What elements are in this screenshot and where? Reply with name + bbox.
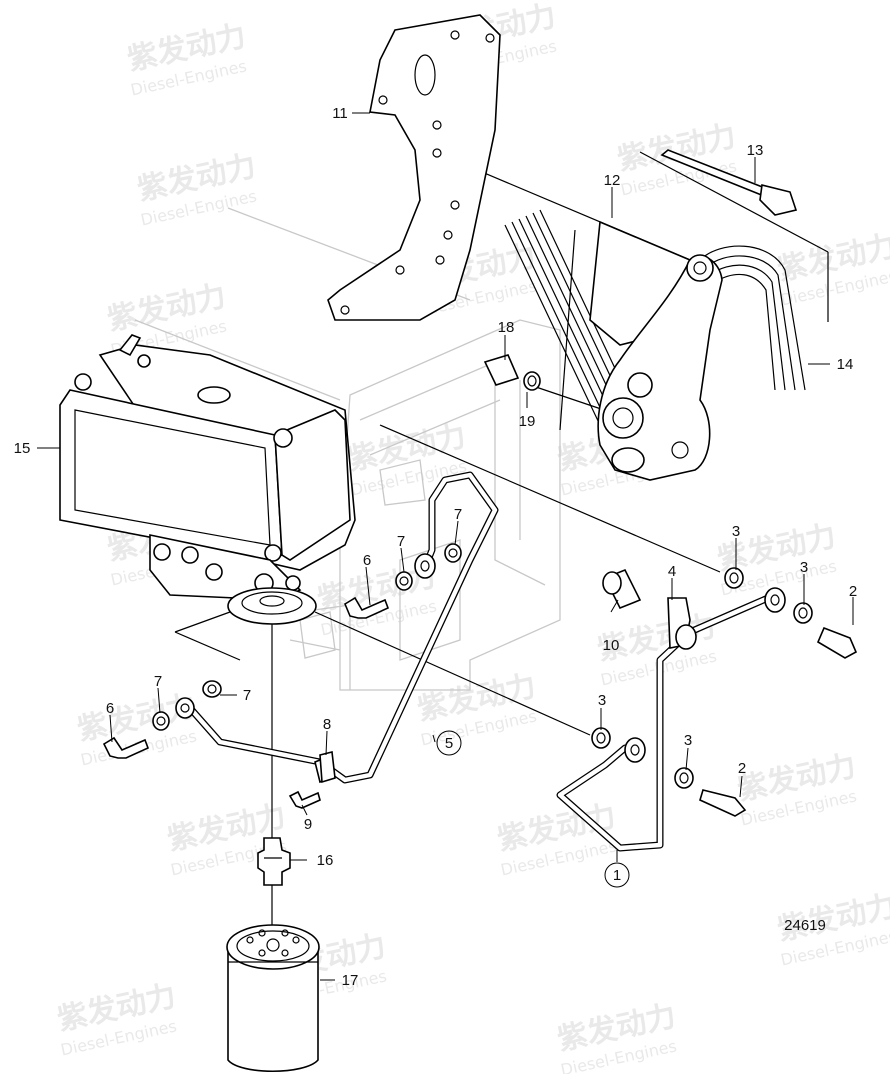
leader-lines xyxy=(37,112,854,981)
callout-2: 2 xyxy=(849,583,857,600)
belt-tensioner xyxy=(589,220,723,481)
callout-3: 3 xyxy=(598,692,606,709)
callout-3: 3 xyxy=(800,559,808,576)
callout-17: 17 xyxy=(342,972,359,989)
engine-block-outline xyxy=(289,319,561,691)
oil-filter xyxy=(226,924,320,1072)
callout-14: 14 xyxy=(837,356,854,373)
callout-4: 4 xyxy=(668,563,676,580)
callout-11: 11 xyxy=(332,105,348,122)
oil-pipe-1 xyxy=(556,587,786,852)
callout-6: 6 xyxy=(106,700,114,717)
callout-13: 13 xyxy=(747,142,764,159)
callout-circles xyxy=(436,730,630,888)
plug-and-washer xyxy=(483,354,541,391)
callout-10: 10 xyxy=(603,637,620,654)
sealing-washers xyxy=(152,543,813,789)
callout-3: 3 xyxy=(684,732,692,749)
callout-7: 7 xyxy=(243,687,251,704)
callout-7: 7 xyxy=(454,506,462,523)
callout-16: 16 xyxy=(317,852,334,869)
callout-3: 3 xyxy=(732,523,740,540)
tensioner-bolt xyxy=(639,149,829,322)
callout-15: 15 xyxy=(14,440,31,457)
callout-7: 7 xyxy=(397,533,405,550)
pipe-clamp xyxy=(667,597,697,650)
callout-9: 9 xyxy=(304,816,312,833)
callout-7: 7 xyxy=(154,673,162,690)
pipe-clip-and-screw xyxy=(288,751,336,809)
threaded-nipple xyxy=(257,837,291,886)
filter-head xyxy=(227,587,317,625)
banjo-bolts xyxy=(102,596,858,817)
callout-18: 18 xyxy=(498,319,515,336)
callout-2: 2 xyxy=(738,760,746,777)
callout-1: 1 xyxy=(613,867,621,884)
callout-19: 19 xyxy=(519,413,536,430)
callout-12: 12 xyxy=(604,172,621,189)
callout-5: 5 xyxy=(445,735,453,752)
callout-8: 8 xyxy=(323,716,331,733)
callout-labels: 1 2 2 3 3 3 3 4 5 6 6 7 7 7 7 8 9 10 11 … xyxy=(14,105,858,989)
oil-cooler xyxy=(59,334,356,601)
rubber-bushing xyxy=(602,568,642,610)
figure-number: 24619 xyxy=(784,917,826,934)
oil-pipe-5 xyxy=(175,471,499,784)
callout-6: 6 xyxy=(363,552,371,569)
engine-bracket xyxy=(327,14,501,321)
